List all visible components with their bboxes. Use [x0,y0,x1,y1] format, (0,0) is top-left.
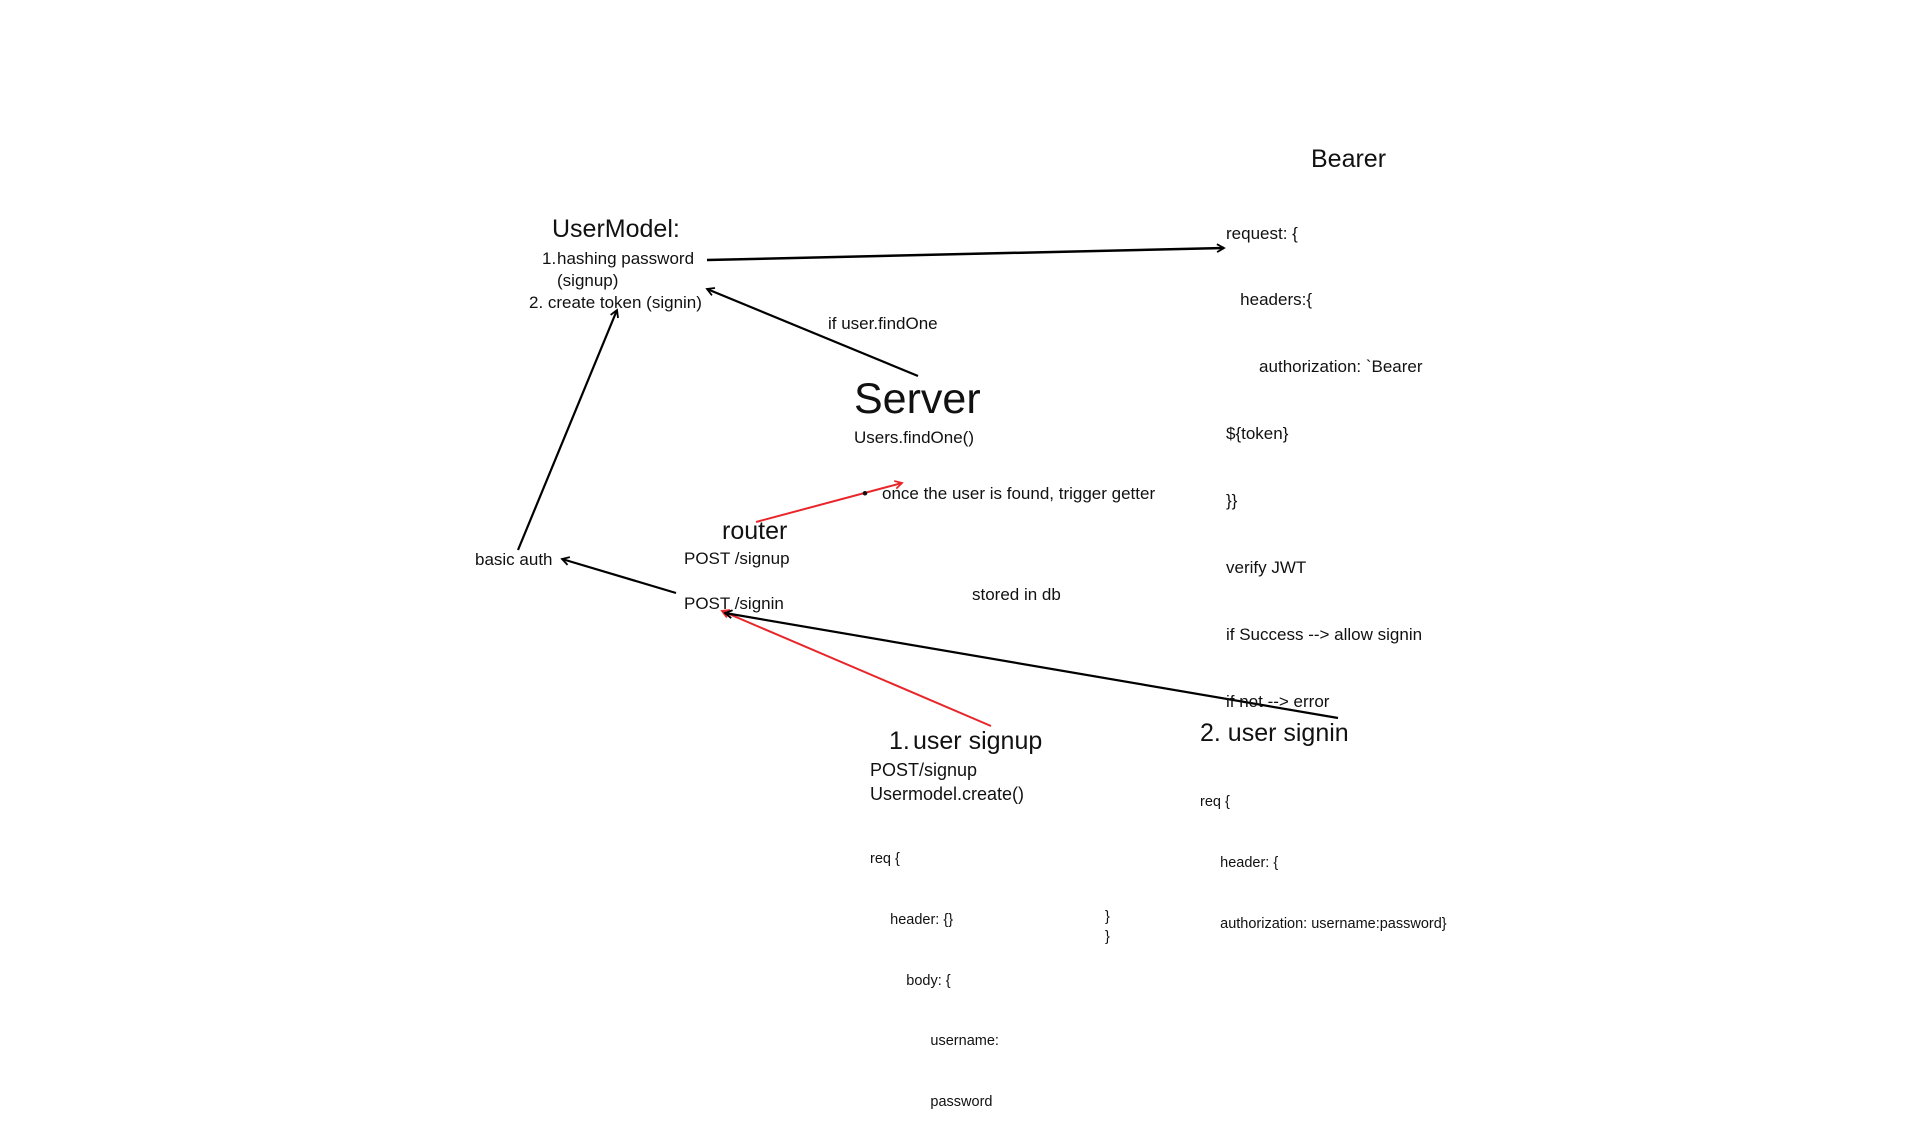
signin-req-line: header: { [1200,855,1279,872]
arrow-router-to-server [755,480,904,523]
arrow-signup-to-router [720,609,992,727]
usermodel-item2: 2. create token (signin) [529,293,702,312]
signup-create-call: Usermodel.create() [870,784,1025,804]
server-call: Users.findOne() [854,428,974,447]
arrow-basicauth-to-usermodel [516,308,619,551]
bearer-line: request: { [1226,223,1298,243]
usermodel-item1-text: hashing password [557,249,695,268]
signup-req-line: body: { [870,972,951,989]
signup-close-brace: } [1105,929,1110,945]
arrow-usermodel-to-bearer [706,243,1226,262]
usermodel-title: UserModel: [552,215,680,243]
arrow-server-to-usermodel [705,287,919,378]
signup-req-line: username: [870,1033,999,1050]
bearer-code: request: { headers:{ authorization: `Bea… [1226,178,1423,735]
bearer-line: headers:{ [1226,290,1313,310]
router-post-signin: POST /signin [684,594,784,613]
server-bullet-list: once the user is found, trigger getter [862,451,1155,519]
bearer-line: authorization: `Bearer [1226,357,1423,377]
signup-number: 1. [889,727,910,755]
usermodel-item1-sub: (signup) [557,271,619,290]
bearer-line: }} [1226,491,1238,511]
stored-in-db-label: stored in db [972,585,1061,604]
server-bullet-item: once the user is found, trigger getter [862,485,1155,502]
arrow-signin-to-router [723,609,1339,720]
signup-request-code: req { header: {} body: { username: passw… [870,809,999,1132]
signin-request-code: req { header: { authorization: username:… [1200,752,1447,954]
signup-req-line: header: {} [870,912,954,929]
signup-title: user signup [913,727,1043,755]
bearer-line: if Success --> allow signin [1226,624,1423,644]
bearer-line: verify JWT [1226,558,1307,578]
signin-title: 2. user signin [1200,719,1349,747]
signup-req-line: req { [870,851,900,868]
bearer-line: if not --> error [1226,691,1330,711]
arrow-router-to-basicauth [560,556,677,595]
signin-req-line: req { [1200,794,1230,811]
if-findone-label: if user.findOne [828,314,938,333]
router-post-signup: POST /signup [684,549,790,568]
router-title: router [722,517,788,545]
connector-arrows [516,243,1339,727]
signin-req-line: authorization: username:password} [1200,915,1447,932]
signup-req-line: password [870,1093,993,1110]
signup-endpoint: POST/signup [870,760,978,780]
basic-auth-label: basic auth [475,550,553,569]
bearer-title: Bearer [1311,145,1387,173]
server-title: Server [854,375,981,423]
bearer-line: ${token} [1226,424,1289,444]
signup-close-brace: } [1105,909,1110,925]
usermodel-item1-number: 1. [542,249,557,268]
